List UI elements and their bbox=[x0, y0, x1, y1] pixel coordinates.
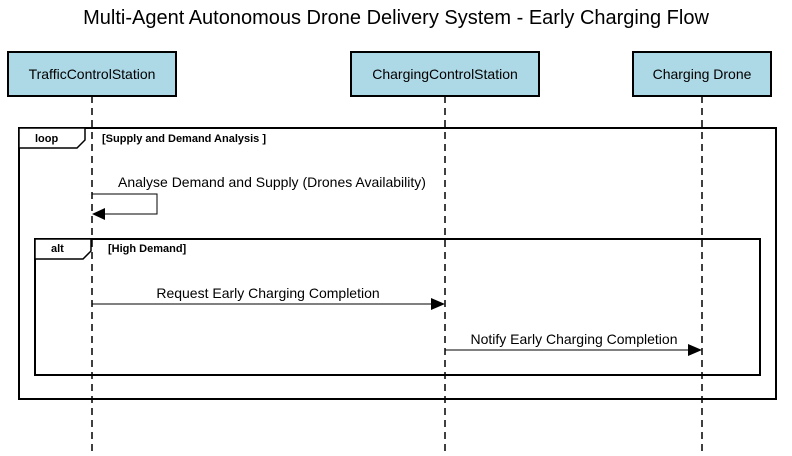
message-label: Analyse Demand and Supply (Drones Availa… bbox=[118, 174, 426, 190]
message-arrowhead bbox=[92, 208, 105, 220]
message-arrowhead bbox=[688, 344, 702, 356]
message-label: Notify Early Charging Completion bbox=[471, 331, 678, 347]
loop-guard: [Supply and Demand Analysis ] bbox=[102, 133, 266, 145]
loop-frame bbox=[18, 127, 777, 400]
alt-keyword: alt bbox=[51, 243, 64, 255]
alt-guard: [High Demand] bbox=[108, 243, 187, 255]
participant-label: TrafficControlStation bbox=[29, 66, 156, 82]
loop-tab bbox=[18, 127, 86, 149]
message-request-early-charging: Request Early Charging Completion bbox=[92, 285, 445, 310]
participant-traffic-control-station: TrafficControlStation bbox=[7, 51, 177, 97]
message-arrowhead bbox=[431, 298, 445, 310]
participant-box bbox=[350, 51, 540, 97]
message-label: Request Early Charging Completion bbox=[156, 285, 379, 301]
message-analyse-demand: Analyse Demand and Supply (Drones Availa… bbox=[92, 174, 426, 220]
participant-box bbox=[7, 51, 177, 97]
participant-charging-drone: Charging Drone bbox=[632, 51, 772, 97]
message-line bbox=[92, 193, 158, 215]
participant-label: ChargingControlStation bbox=[372, 66, 518, 82]
participant-charging-control-station: ChargingControlStation bbox=[350, 51, 540, 97]
loop-fragment: loop [Supply and Demand Analysis ] bbox=[18, 127, 777, 400]
participant-box bbox=[632, 51, 772, 97]
message-notify-early-charging: Notify Early Charging Completion bbox=[445, 331, 702, 356]
diagram-title: Multi-Agent Autonomous Drone Delivery Sy… bbox=[83, 7, 709, 29]
loop-keyword: loop bbox=[35, 133, 58, 145]
participant-label: Charging Drone bbox=[653, 66, 752, 82]
alt-fragment: alt [High Demand] bbox=[34, 238, 761, 376]
alt-tab bbox=[34, 238, 92, 260]
alt-frame bbox=[34, 238, 761, 376]
